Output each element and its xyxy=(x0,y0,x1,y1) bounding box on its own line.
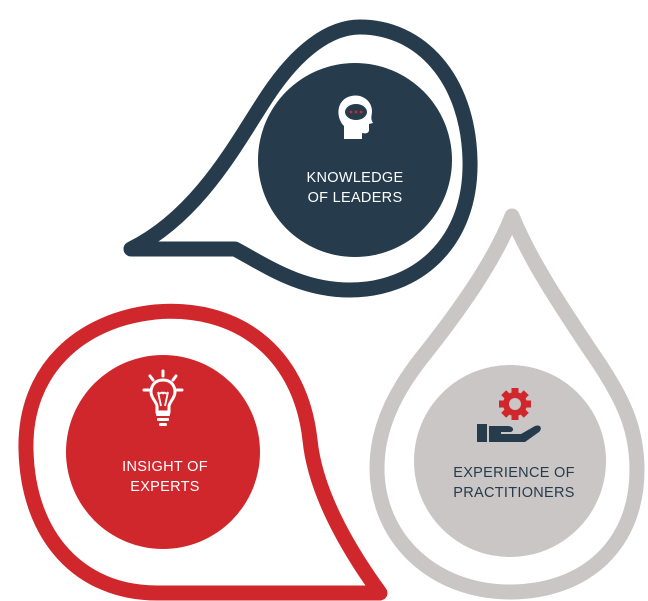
leaders-segment xyxy=(123,19,478,298)
head-speech-icon xyxy=(338,95,373,139)
lightbulb-icon xyxy=(142,369,184,426)
experts-segment xyxy=(18,303,388,601)
practitioners-segment xyxy=(369,208,645,600)
hand-gear-icon xyxy=(477,388,541,442)
experts-label-line-2: EXPERTS xyxy=(130,479,200,495)
leaders-label-line-2: OF LEADERS xyxy=(307,190,403,206)
experts-teardrop-outline xyxy=(18,303,388,601)
leaders-label-line-1: KNOWLEDGE xyxy=(306,170,404,186)
practitioners-circle xyxy=(414,365,606,557)
experts-label-line-1: INSIGHT OF xyxy=(122,459,208,475)
experts-label: INSIGHT OF EXPERTS xyxy=(85,457,245,497)
practitioners-label-line-2: PRACTITIONERS xyxy=(453,485,575,501)
practitioners-teardrop-outline xyxy=(369,208,645,600)
leaders-label: KNOWLEDGE OF LEADERS xyxy=(270,168,440,208)
leaders-teardrop-outline xyxy=(123,19,478,298)
practitioners-label-line-1: EXPERIENCE OF xyxy=(453,465,575,481)
leaders-circle xyxy=(258,63,452,257)
experts-circle xyxy=(66,355,260,549)
practitioners-label: EXPERIENCE OF PRACTITIONERS xyxy=(424,463,604,503)
